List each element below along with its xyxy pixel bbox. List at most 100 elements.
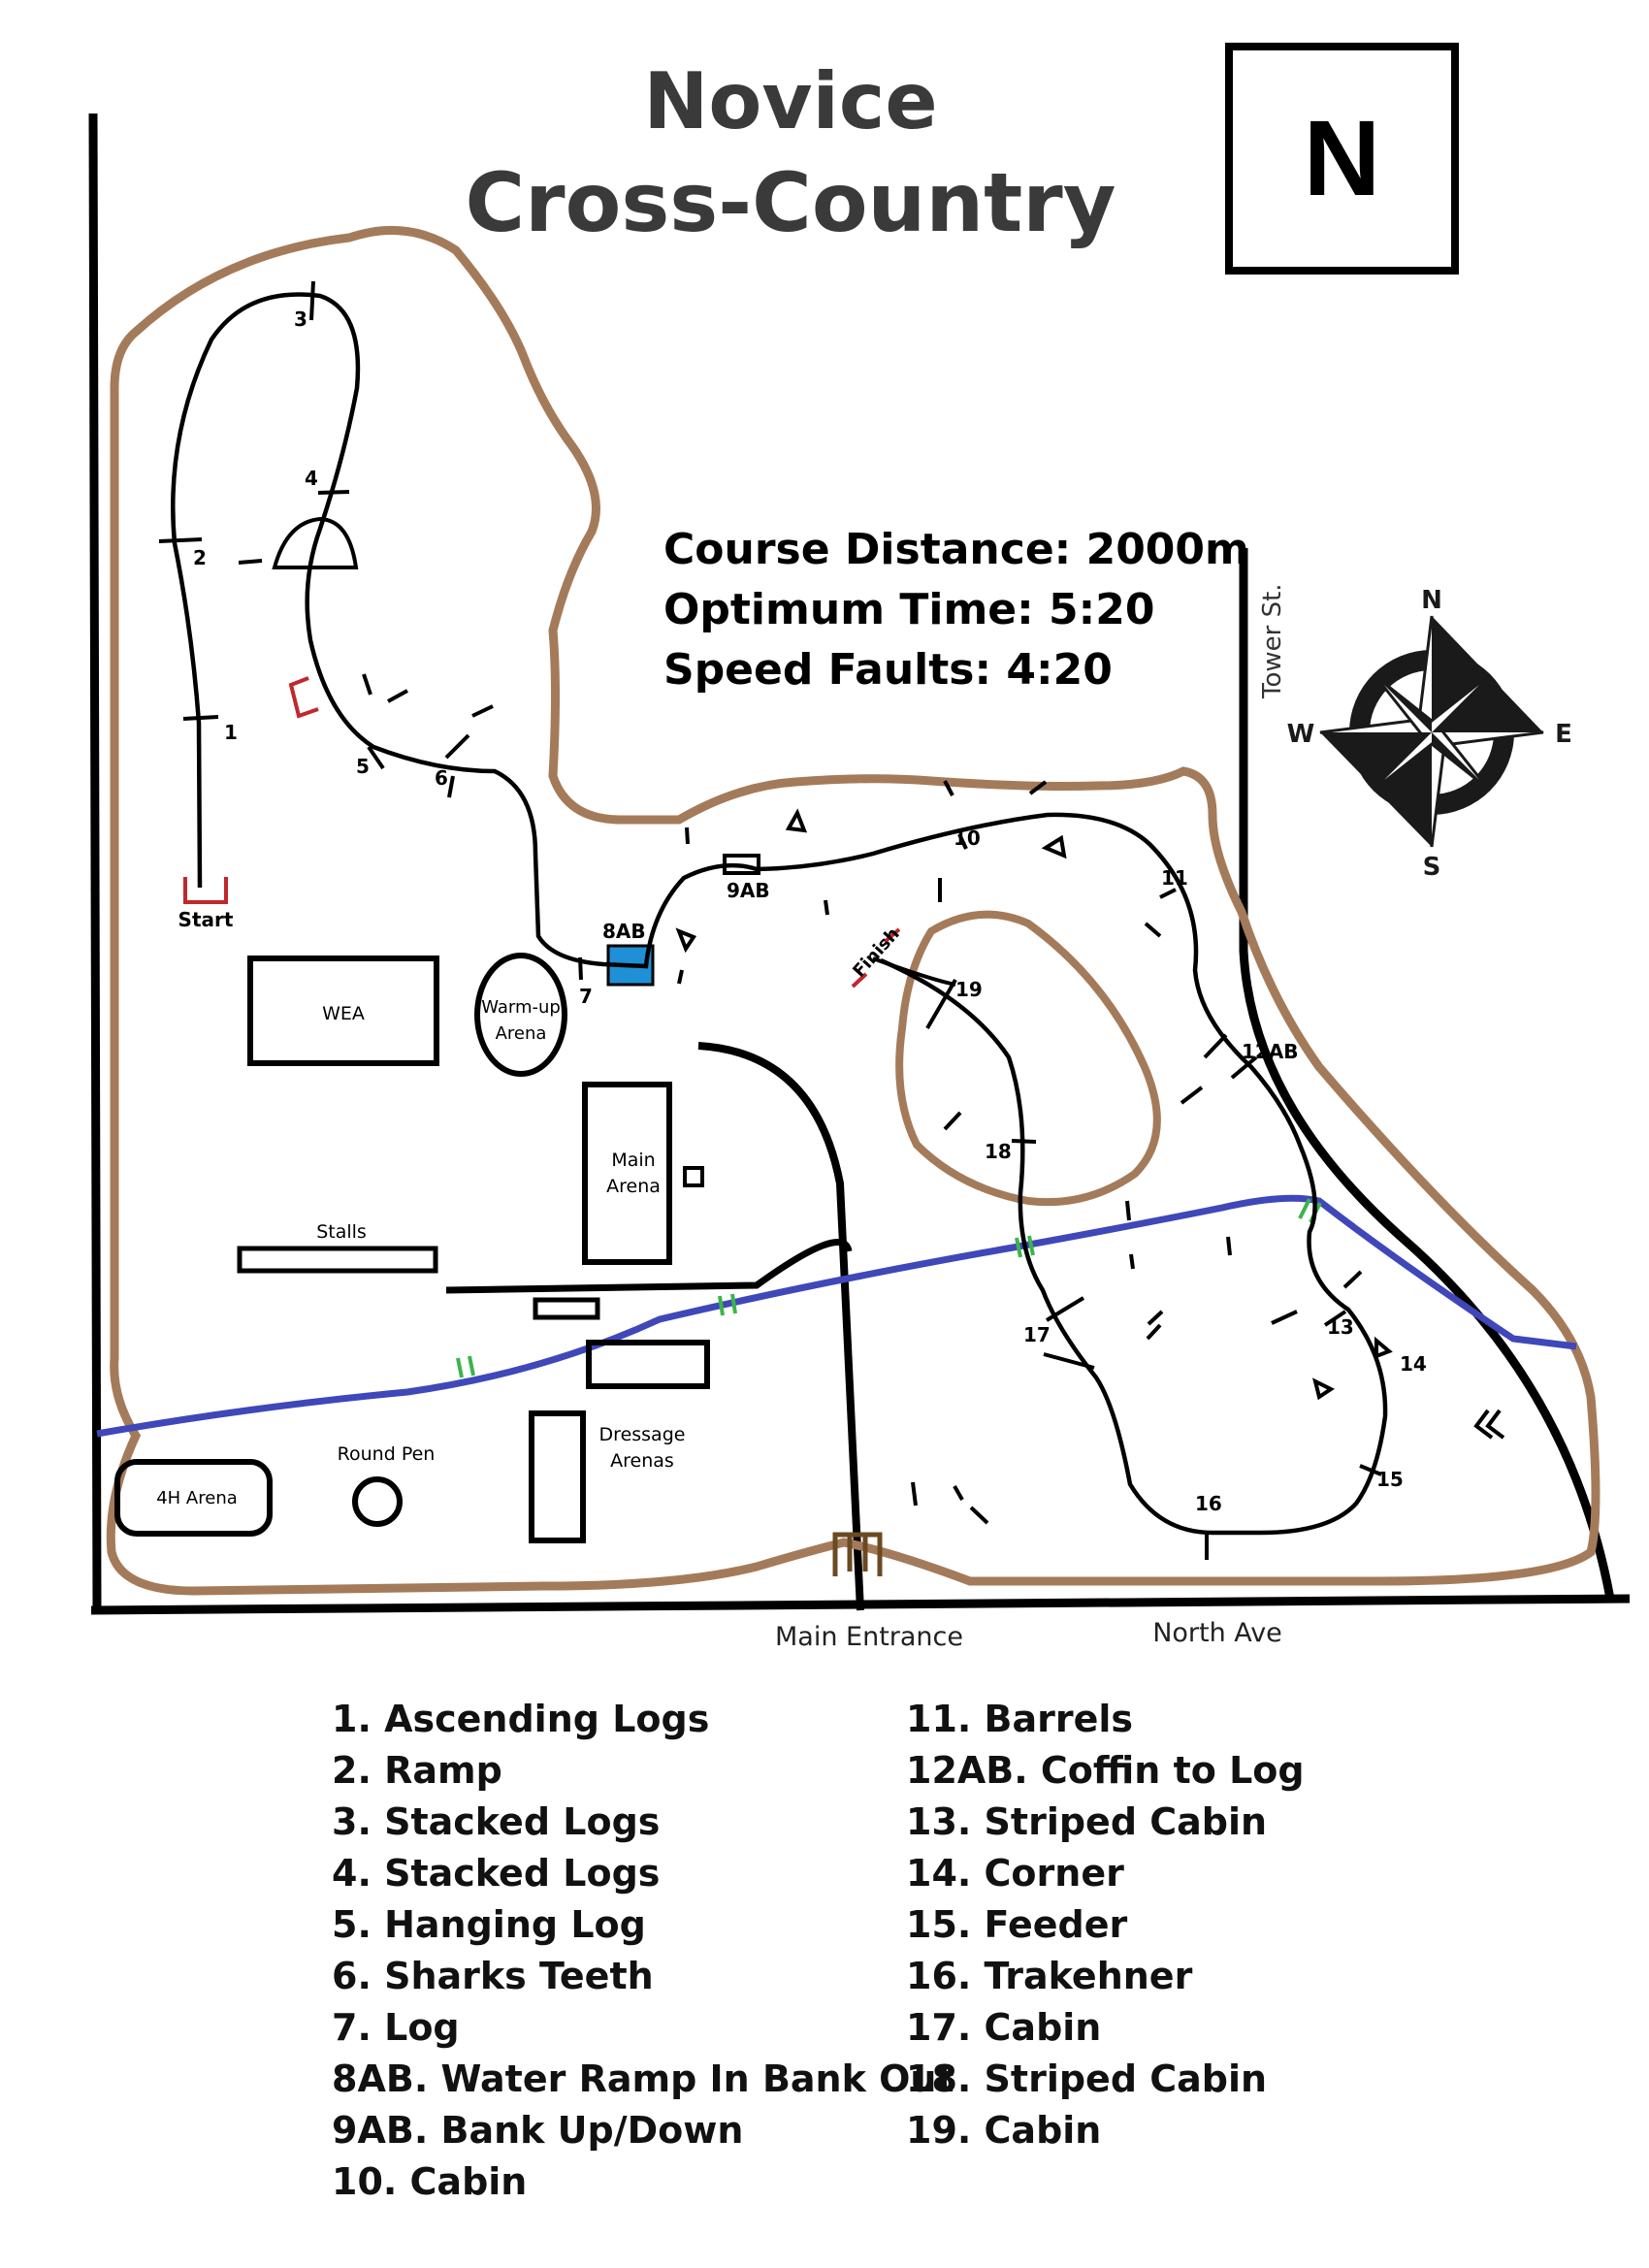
stalls-building xyxy=(237,1246,438,1274)
fence-mark-triangle-1 xyxy=(785,808,808,833)
fence-mark-4 xyxy=(317,490,350,495)
compass-star-diagonal-shade xyxy=(1375,676,1488,789)
legend-item: 18. Striped Cabin xyxy=(906,2057,1268,2100)
inner-loop-track xyxy=(895,910,1161,1207)
fence-mark-misc xyxy=(677,826,1232,1525)
legend-item: 12AB. Coffin to Log xyxy=(906,1749,1305,1792)
fence-label-8ab: 8AB xyxy=(602,920,646,943)
fence-mark-3 xyxy=(309,280,315,321)
entrance-gate xyxy=(832,1532,883,1576)
fence-label-9ab: 9AB xyxy=(727,879,770,902)
fence-label-12ab: 12AB xyxy=(1242,1040,1299,1063)
legend-item: 4. Stacked Logs xyxy=(332,1852,661,1895)
fence-label-6: 6 xyxy=(435,766,448,790)
warmup-arena xyxy=(474,953,567,1077)
fence-mark-chevron xyxy=(1473,1409,1505,1440)
speed-faults: Speed Faults: 4:20 xyxy=(663,645,1113,695)
fence-label-1: 1 xyxy=(224,721,238,744)
crossing-mark xyxy=(1015,1235,1035,1258)
wea-building xyxy=(247,956,439,1066)
legend-item: 14. Corner xyxy=(906,1852,1124,1895)
legend-item: 5. Hanging Log xyxy=(332,1903,646,1946)
round-pen xyxy=(352,1476,403,1527)
fence-label-17: 17 xyxy=(1023,1323,1051,1346)
fence-mark-12 xyxy=(1180,1033,1258,1105)
fence-label-16: 16 xyxy=(1195,1492,1222,1515)
finish-label: Finish xyxy=(849,923,903,981)
fence-label-13: 13 xyxy=(1327,1315,1354,1339)
legend-item: 8AB. Water Ramp In Bank Out xyxy=(332,2057,954,2100)
fence-mark-triangle-3 xyxy=(1041,834,1067,859)
fence-mark-1 xyxy=(182,715,219,721)
legend-item: 2. Ramp xyxy=(332,1749,502,1792)
main-entrance-label: Main Entrance xyxy=(775,1622,963,1652)
tower-st-label: Tower St. xyxy=(1258,583,1287,699)
main-arena xyxy=(582,1082,672,1265)
round-pen-label: Round Pen xyxy=(338,1443,436,1465)
fence-mark-17 xyxy=(1043,1296,1162,1370)
fence-mark-9 xyxy=(723,854,760,875)
legend-item: 7. Log xyxy=(332,2006,460,2049)
warmup-arena-label-1: Warm-up xyxy=(481,997,561,1018)
north-indicator-box: N xyxy=(1225,43,1459,275)
warmup-arena-label-2: Arena xyxy=(496,1023,547,1044)
compass-e-label: E xyxy=(1555,720,1572,749)
fence-label-3: 3 xyxy=(294,308,307,331)
boundary-track xyxy=(106,225,1600,1596)
fence-legend-left: 1. Ascending Logs 2. Ramp 3. Stacked Logs 4… xyxy=(332,1694,954,2208)
compass-w-label: W xyxy=(1287,720,1315,749)
legend-item: 17. Cabin xyxy=(906,2006,1102,2049)
legend-item: 15. Feeder xyxy=(906,1903,1128,1946)
fence-legend-right: 11. Barrels 12AB. Coffin to Log 13. Stripe… xyxy=(906,1694,1305,2156)
main-arena-label-2: Arena xyxy=(606,1176,661,1197)
stalls-label: Stalls xyxy=(316,1221,367,1243)
crossing-mark xyxy=(718,1293,737,1316)
fence-mark-11 xyxy=(1144,888,1177,938)
fence-mark-2 xyxy=(158,537,203,543)
compass-rose: N S E W xyxy=(1287,586,1572,882)
fence-label-19: 19 xyxy=(955,978,983,1001)
course-distance: Course Distance: 2000m xyxy=(663,525,1249,574)
legend-item: 16. Trakehner xyxy=(906,1955,1193,1997)
fence-label-2: 2 xyxy=(193,546,207,569)
fence-mark-18 xyxy=(943,1111,1037,1144)
north-indicator-label: N xyxy=(1303,99,1381,218)
tower-st-road xyxy=(1239,548,1615,1600)
fence-mark-6 xyxy=(444,704,494,798)
fence-mark-15 xyxy=(1359,1464,1382,1476)
optimum-time: Optimum Time: 5:20 xyxy=(663,585,1155,634)
north-ave-label: North Ave xyxy=(1152,1618,1282,1648)
fence-mark-7 xyxy=(578,956,583,981)
main-arena-box xyxy=(683,1166,704,1187)
finish-line xyxy=(872,956,956,987)
legend-item: 11. Barrels xyxy=(906,1698,1134,1740)
dressage-label-2: Arenas xyxy=(610,1450,674,1472)
course-info-panel: Course Distance: 2000m Optimum Time: 5:2… xyxy=(663,520,1249,700)
legend-item: 1. Ascending Logs xyxy=(332,1698,710,1740)
legend-item: 13. Striped Cabin xyxy=(906,1800,1268,1843)
small-building xyxy=(533,1297,600,1320)
four-h-arena-label: 4H Arena xyxy=(156,1488,238,1508)
dressage-arenas xyxy=(529,1410,586,1543)
map-title-line2: Cross-Country xyxy=(465,155,1116,250)
cross-road xyxy=(445,1239,853,1294)
dressage-box xyxy=(586,1340,710,1389)
legend-item: 10. Cabin xyxy=(332,2160,528,2203)
legend-item: 9AB. Bank Up/Down xyxy=(332,2109,744,2152)
legend-item: 3. Stacked Logs xyxy=(332,1800,661,1843)
fence-label-18: 18 xyxy=(985,1140,1012,1163)
course-fence-markers xyxy=(158,280,1505,1560)
fence-label-11: 11 xyxy=(1161,866,1188,890)
fence-label-14: 14 xyxy=(1400,1352,1427,1376)
fence-mark-5 xyxy=(362,673,408,770)
fence-mark-4-left xyxy=(238,559,263,565)
fence-label-5: 5 xyxy=(356,755,370,778)
finish-marker xyxy=(851,927,901,988)
wea-label: WEA xyxy=(322,1003,365,1024)
start-label: Start xyxy=(178,908,234,931)
start-marker xyxy=(183,877,228,904)
main-entrance-road xyxy=(697,1042,864,1611)
crossing-mark xyxy=(456,1355,475,1378)
course-route-start xyxy=(171,292,1388,1536)
